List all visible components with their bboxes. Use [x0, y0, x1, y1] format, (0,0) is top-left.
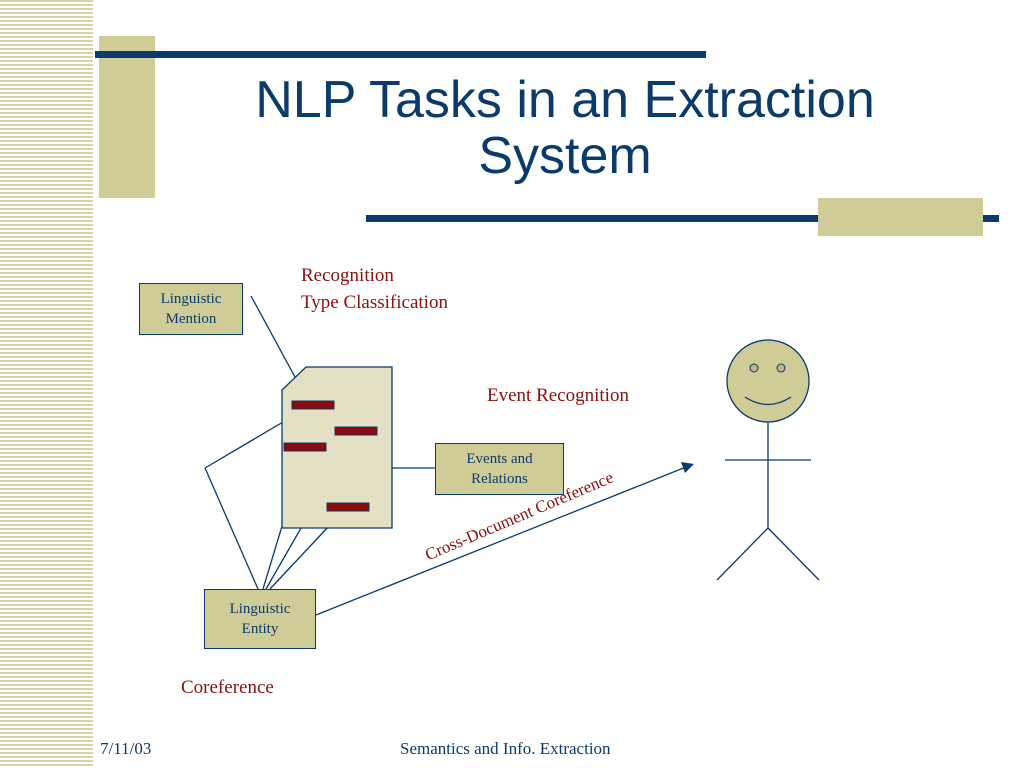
- coreference-label: Coreference: [181, 677, 274, 698]
- slide-title: NLP Tasks in an Extraction System: [160, 72, 970, 184]
- slide-title-line-1: NLP Tasks in an Extraction: [255, 71, 875, 129]
- top-left-accent-block: [99, 36, 155, 198]
- mention-marker: [326, 502, 370, 512]
- coref-line-outer-return: [204, 467, 259, 590]
- cross-doc-arrow-line: [315, 466, 687, 616]
- linguistic-entity-line-1: Linguistic: [229, 601, 291, 617]
- mention-marker: [291, 400, 335, 410]
- cross-doc-arrowhead: [681, 462, 694, 473]
- figure-left-leg: [716, 527, 769, 581]
- linguistic-entity-box: Linguistic Entity: [204, 589, 316, 649]
- figure-smile: [744, 396, 792, 406]
- striped-sidebar: [0, 0, 93, 768]
- figure-left-eye: [749, 363, 759, 373]
- slide-title-line-2: System: [478, 127, 652, 185]
- type-classification-text: Type Classification: [301, 292, 448, 313]
- events-relations-line-1: Events and: [466, 451, 533, 467]
- bottom-title-rule: [366, 215, 999, 222]
- bottom-right-accent-block: [818, 198, 983, 236]
- footer-title: Semantics and Info. Extraction: [400, 739, 611, 758]
- events-relations-line-2: Relations: [471, 471, 528, 487]
- figure-head: [726, 339, 810, 423]
- events-relations-box: Events and Relations: [435, 443, 564, 495]
- top-title-rule: [95, 51, 706, 58]
- recognition-text: Recognition: [301, 265, 394, 286]
- figure-right-leg: [767, 527, 820, 581]
- linguistic-entity-line-2: Entity: [241, 621, 279, 637]
- mention-marker: [283, 442, 327, 452]
- linguistic-mention-line-2: Mention: [165, 311, 217, 327]
- mention-marker: [334, 426, 378, 436]
- linguistic-mention-line-1: Linguistic: [160, 291, 222, 307]
- footer-date: 7/11/03: [100, 739, 152, 758]
- event-recognition-label: Event Recognition: [487, 385, 629, 406]
- linguistic-mention-box: Linguistic Mention: [139, 283, 243, 335]
- recognition-label: Recognition Type Classification: [301, 262, 448, 316]
- figure-right-eye: [776, 363, 786, 373]
